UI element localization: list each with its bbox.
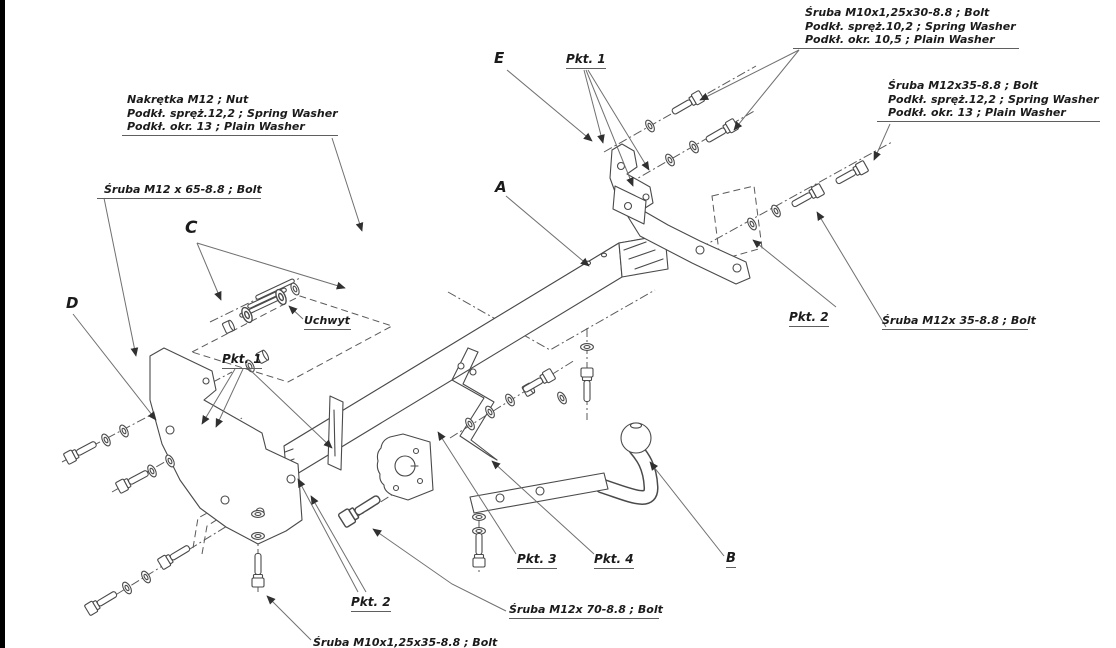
callout-line: Podkł. spręż.12,2 ; Spring Washer [888, 92, 1099, 106]
part-label-c: C [185, 218, 198, 238]
callout-line: Podkł. okr. 13 ; Plain Washer [888, 106, 1066, 119]
tow-ball [620, 422, 652, 454]
part-label-e: E [494, 49, 505, 67]
callout-bolt-m12x65: Śruba M12 x 65-8.8 ; Bolt [97, 183, 262, 199]
right-mounting-bracket [609, 143, 751, 285]
callout-line: Podkł. okr. 13 ; Plain Washer [127, 120, 305, 133]
callout-line: Nakrętka M12 ; Nut [127, 93, 249, 106]
callout-line: Podkł. spręż.12,2 ; Spring Washer [127, 106, 338, 120]
callout-line: Śruba M10x1,25x30-8.8 ; Bolt [805, 6, 990, 19]
callout-bolt-m12x35-set: Śruba M12x35-8.8 ; Bolt Podkł. spręż.12,… [877, 79, 1100, 122]
left-mounting-bracket [149, 347, 344, 545]
part-label-a: A [495, 178, 507, 196]
point-label-pkt3: Pkt. 3 [517, 552, 557, 569]
part-label-d: D [66, 294, 79, 312]
tow-ball-neck [594, 441, 659, 505]
left-edge-bar [0, 0, 5, 648]
callout-bolt-m10x35: Śruba M10x1,25x35-8.8 ; Bolt [313, 636, 498, 648]
point-label-pkt2-bottom: Pkt. 2 [351, 595, 391, 612]
point-label-pkt1-left: Pkt. 1 [222, 352, 262, 369]
part-label-b: B [726, 551, 736, 568]
callout-bolt-m12x35: Śruba M12x 35-8.8 ; Bolt [882, 314, 1036, 330]
callout-line: Podkł. okr. 10,5 ; Plain Washer [805, 33, 995, 46]
callout-nut-m12: Nakrętka M12 ; Nut Podkł. spręż.12,2 ; S… [122, 93, 338, 136]
callout-bolt-m10x30: Śruba M10x1,25x30-8.8 ; Bolt Podkł. sprę… [793, 6, 1019, 49]
zigzag-bracket [451, 347, 498, 461]
callout-line: Podkł. spręż.10,2 ; Spring Washer [805, 19, 1016, 33]
callout-line: Śruba M12x35-8.8 ; Bolt [888, 79, 1039, 92]
point-label-pkt2-right: Pkt. 2 [789, 310, 829, 327]
callout-bolt-m12x70: Śruba M12x 70-8.8 ; Bolt [509, 603, 663, 619]
point-label-pkt4: Pkt. 4 [594, 552, 634, 569]
point-label-pkt1-top: Pkt. 1 [566, 52, 606, 69]
ball-mount-plate [469, 472, 609, 514]
callout-uchwyt: Uchwyt [304, 314, 351, 330]
flange-plate [376, 433, 434, 501]
leader-lines [72, 49, 891, 641]
